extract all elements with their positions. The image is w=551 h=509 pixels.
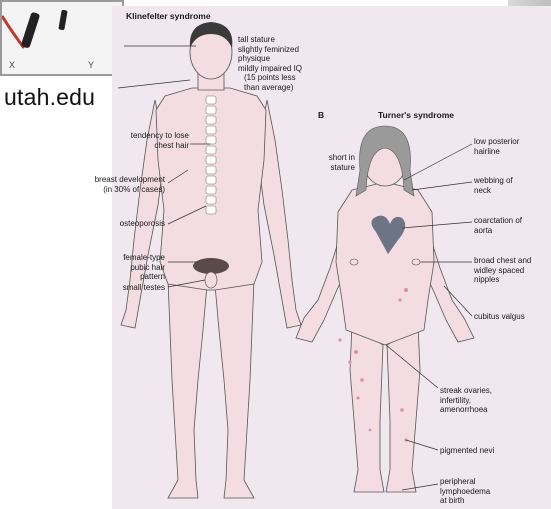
- ts-left-leg: [350, 325, 384, 492]
- ts-coarct-2: aorta: [474, 226, 492, 236]
- kf-feature-6: than average): [244, 83, 293, 93]
- kf-pubic-3: pattern: [140, 272, 165, 282]
- kf-feature-3: physique: [238, 54, 270, 64]
- ts-chest-1: broad chest and: [474, 256, 531, 266]
- kf-right-leg: [215, 280, 254, 498]
- kf-pubic-1: female-type: [123, 253, 165, 263]
- ts-hairline-1: low posterior: [474, 137, 519, 147]
- ts-short-1: short in: [329, 153, 355, 163]
- kf-pubic-hair: [193, 258, 229, 274]
- ts-cubitus: cubitus valgus: [474, 312, 525, 322]
- kf-osteoporosis: osteoporosis: [120, 219, 165, 229]
- ts-short-2: stature: [331, 163, 355, 173]
- kf-chest-hair-1: tendency to lose: [131, 131, 189, 141]
- turner-panel-letter: B: [318, 110, 324, 120]
- kf-breast-2: (in 30% of cases): [103, 185, 165, 195]
- ts-nevi: pigmented nevi: [440, 446, 494, 456]
- kf-feature-5: (15 points less: [244, 73, 296, 83]
- kf-testes-label: small testes: [123, 283, 165, 293]
- kf-feature-1: tall stature: [238, 35, 275, 45]
- kf-chest-hair-2: chest hair: [154, 141, 189, 151]
- ts-right-leg: [386, 325, 420, 492]
- ts-streak-1: streak ovaries,: [440, 386, 492, 396]
- ts-hairline-2: hairline: [474, 147, 500, 157]
- turner-title: Turner's syndrome: [378, 110, 454, 120]
- ts-webbing-1: webbing of: [474, 176, 513, 186]
- kf-feature-4: mildly impaired IQ: [238, 64, 302, 74]
- ts-webbing-2: neck: [474, 186, 491, 196]
- ts-lymph-3: at birth: [440, 496, 464, 506]
- ts-streak-3: amenorrhoea: [440, 405, 488, 415]
- kf-left-leg: [168, 280, 207, 498]
- ts-chest-2: widley spaced: [474, 266, 524, 276]
- ts-coarct-1: coarctation of: [474, 216, 522, 226]
- kf-testes: [205, 272, 217, 288]
- ts-lymph-1: peripheral: [440, 477, 476, 487]
- ts-streak-2: infertility,: [440, 396, 471, 406]
- kf-breast-1: breast development: [95, 175, 165, 185]
- ts-chest-3: nipples: [474, 275, 499, 285]
- klinefelter-title: Klinefelter syndrome: [126, 11, 211, 21]
- ts-lymph-2: lymphoedema: [440, 487, 490, 497]
- kf-pubic-2: pubic hair: [130, 263, 165, 273]
- turner-figure: [296, 134, 474, 492]
- kf-feature-2: slightly feminized: [238, 45, 299, 55]
